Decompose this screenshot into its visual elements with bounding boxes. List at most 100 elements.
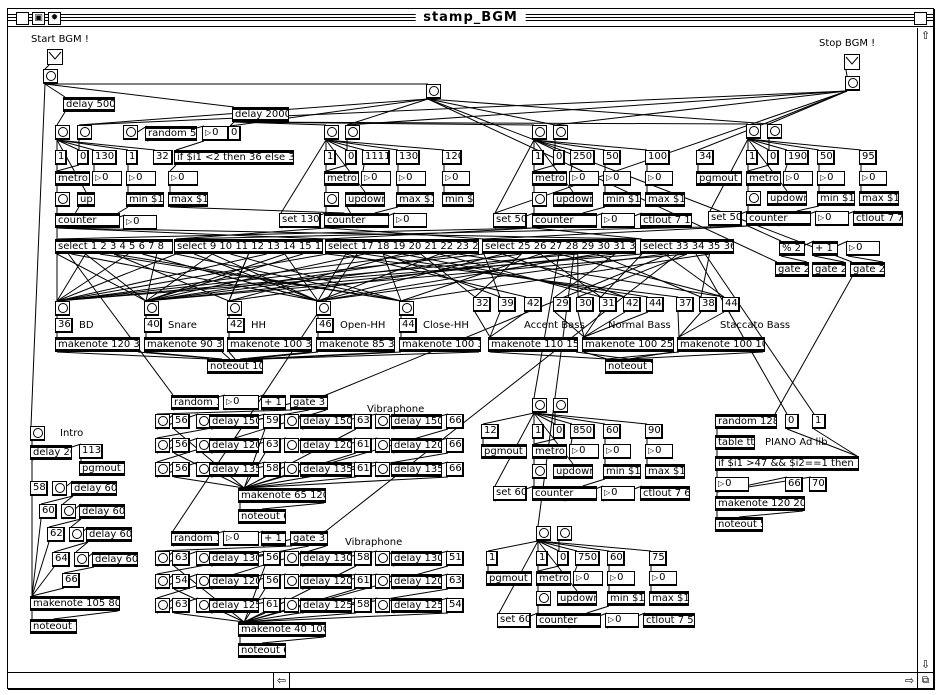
message-box[interactable]: 0 <box>553 150 565 165</box>
patch-cord[interactable] <box>533 253 560 399</box>
patch-cord[interactable] <box>247 351 319 360</box>
number-box[interactable]: ▷0 <box>223 531 259 546</box>
patch-cord[interactable] <box>56 139 156 151</box>
message-box[interactable]: 1111 <box>362 150 390 165</box>
patch-cord[interactable] <box>427 98 770 125</box>
message-box[interactable]: 75 <box>649 551 667 566</box>
patch-cord[interactable] <box>747 138 788 151</box>
message-box[interactable]: 90 <box>645 424 663 439</box>
patch-cord[interactable] <box>537 540 560 552</box>
message-box[interactable]: 1 <box>812 414 826 429</box>
object-box[interactable]: max $1 <box>645 192 685 207</box>
object-box[interactable]: random 5 <box>145 126 197 141</box>
object-box[interactable]: delay 125 <box>391 598 442 613</box>
message-box[interactable]: 0 <box>553 424 565 439</box>
patch-cord[interactable] <box>427 98 778 263</box>
bang-button[interactable] <box>284 438 299 453</box>
object-box[interactable]: metro <box>532 171 567 186</box>
message-box[interactable]: 46 <box>316 318 334 333</box>
patch-cord[interactable] <box>577 311 585 338</box>
message-box[interactable]: 1 <box>486 551 498 566</box>
patch-cord[interactable] <box>145 253 459 302</box>
bang-button[interactable] <box>284 551 299 566</box>
patch-cord[interactable] <box>583 311 649 338</box>
patch-cord[interactable] <box>156 545 293 552</box>
patch-cord[interactable] <box>44 83 235 108</box>
message-box[interactable]: 58 <box>263 462 281 477</box>
object-box[interactable]: delay 150 <box>209 414 259 429</box>
patch-cord[interactable] <box>533 139 648 151</box>
object-box[interactable]: delay 135 <box>391 462 442 477</box>
message-box[interactable]: 60 <box>39 504 57 519</box>
object-box[interactable]: delay 60 <box>71 481 117 496</box>
bang-button[interactable] <box>155 462 170 477</box>
message-box[interactable]: 70 <box>809 477 827 492</box>
message-box[interactable]: 58 <box>30 481 48 496</box>
patch-cord[interactable] <box>774 276 853 415</box>
bang-button[interactable] <box>426 84 441 99</box>
patch-cord[interactable] <box>56 253 485 302</box>
number-box[interactable]: ▷0 <box>603 444 631 459</box>
message-button[interactable] <box>844 54 860 70</box>
patch-cord[interactable] <box>56 351 210 360</box>
patch-cord[interactable] <box>63 566 95 574</box>
message-box[interactable]: 100 <box>645 150 670 165</box>
message-box[interactable]: 63 <box>354 414 372 429</box>
message-box[interactable]: 63 <box>446 574 464 589</box>
message-box[interactable]: 66 <box>446 462 464 477</box>
message-box[interactable]: 40 <box>144 318 162 333</box>
object-box[interactable]: ctlout 7 6 <box>640 486 690 501</box>
object-box[interactable]: counter <box>55 213 120 228</box>
object-box[interactable]: noteout 6 <box>238 509 286 524</box>
object-box[interactable]: up <box>77 192 95 207</box>
message-box[interactable]: 54 <box>172 574 190 589</box>
number-box[interactable]: ▷0 <box>783 171 813 186</box>
message-box[interactable]: 1 <box>324 150 336 165</box>
patch-cord[interactable] <box>786 428 858 457</box>
bang-button[interactable] <box>284 414 299 429</box>
patch-cord[interactable] <box>582 206 606 214</box>
number-box[interactable]: ▷0 <box>605 613 639 628</box>
message-box[interactable]: 0 <box>767 150 779 165</box>
zoom-box-icon[interactable] <box>914 12 927 25</box>
patch-cord[interactable] <box>427 98 853 263</box>
message-box[interactable]: 64 <box>52 552 70 567</box>
message-box[interactable]: 36 <box>55 318 73 333</box>
object-box[interactable]: noteout 10 <box>207 359 263 374</box>
number-box[interactable]: ▷0 <box>92 171 122 186</box>
object-box[interactable]: min $1 <box>603 464 641 479</box>
object-box[interactable]: delay 120 <box>209 438 259 453</box>
object-box[interactable]: counter <box>746 211 811 226</box>
message-box[interactable]: 0 <box>228 126 241 141</box>
patch-cord[interactable] <box>56 253 421 302</box>
message-box[interactable]: 59 <box>263 414 281 429</box>
patch-cord[interactable] <box>697 90 848 151</box>
object-box[interactable]: delay 130 <box>391 551 442 566</box>
object-box[interactable]: min $1 <box>607 591 645 606</box>
patch-cord[interactable] <box>583 311 626 338</box>
bang-button[interactable] <box>557 526 572 541</box>
patch-cord[interactable] <box>56 253 578 302</box>
patch-cord[interactable] <box>56 253 643 302</box>
patch-cord[interactable] <box>533 412 606 425</box>
scroll-right-arrow-icon[interactable]: ⇨ <box>904 674 915 687</box>
object-box[interactable]: gate 3 <box>290 531 328 546</box>
number-box[interactable]: ▷0 <box>815 211 849 226</box>
bang-button[interactable] <box>77 125 92 140</box>
object-box[interactable]: ctlout 7 10 <box>640 213 692 228</box>
bang-button[interactable] <box>532 125 547 140</box>
patch-cord[interactable] <box>56 111 66 126</box>
object-box[interactable]: makenote 100 30 <box>399 337 481 352</box>
patch-cord[interactable] <box>228 253 560 302</box>
bang-button[interactable] <box>375 438 390 453</box>
object-box[interactable]: counter <box>324 213 389 228</box>
patch-cord[interactable] <box>533 164 556 172</box>
patch-cord[interactable] <box>813 428 858 457</box>
patch-cord[interactable] <box>664 253 725 298</box>
patch-cord[interactable] <box>175 140 205 151</box>
patch-cord[interactable] <box>847 255 884 263</box>
patch-cord[interactable] <box>244 612 449 623</box>
patch-cord[interactable] <box>31 587 65 597</box>
patch-cord[interactable] <box>474 311 491 338</box>
